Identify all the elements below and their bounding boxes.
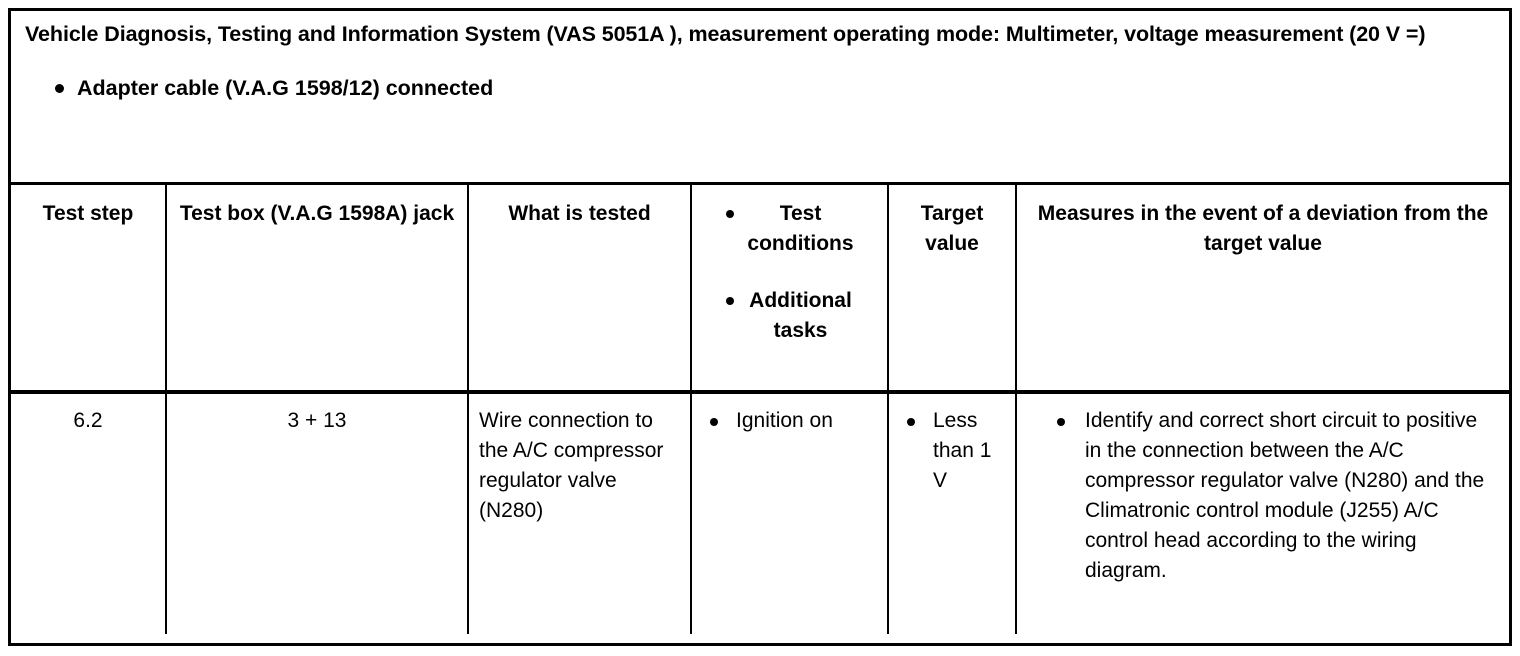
bullet-icon [907, 418, 915, 426]
column-header-what-is-tested: What is tested [467, 182, 692, 394]
cell-test-box-value: 3 + 13 [287, 409, 347, 432]
cell-measures-list: Identify and correct short circuit to po… [1051, 406, 1495, 586]
bullet-icon [55, 84, 64, 93]
column-header-test-box-label: Test box (V.A.G 1598A) jack [179, 202, 455, 225]
page-title: Vehicle Diagnosis, Testing and Informati… [25, 22, 1426, 46]
bullet-icon [726, 210, 734, 218]
column-header-what-is-tested-label: What is tested [508, 202, 651, 225]
list-item: Test conditions [702, 199, 877, 259]
table-row: 6.2 3 + 13 Wire connection to the A/C co… [11, 392, 1509, 634]
column-header-test-step: Test step [11, 182, 167, 394]
cell-what-is-tested-value: Wire connection to the A/C compressor re… [479, 409, 664, 522]
cell-target-value-text: Less than 1 V [933, 409, 992, 492]
heading-block: Vehicle Diagnosis, Testing and Informati… [11, 11, 1509, 182]
document-frame: Vehicle Diagnosis, Testing and Informati… [8, 8, 1512, 646]
column-header-target-value: Target value [887, 182, 1017, 394]
cell-test-conditions-value: Ignition on [736, 409, 833, 432]
list-item: Identify and correct short circuit to po… [1051, 406, 1495, 586]
cell-test-step: 6.2 [11, 392, 167, 634]
cell-test-conditions: Ignition on [690, 392, 889, 634]
list-item: Additional tasks [702, 286, 877, 346]
column-header-measures: Measures in the event of a deviation fro… [1015, 182, 1509, 394]
column-header-test-conditions-label: Test conditions [747, 202, 854, 255]
prerequisite-note-list: Adapter cable (V.A.G 1598/12) connected [25, 74, 1495, 102]
column-header-condition-list: Test conditions Additional tasks [702, 199, 877, 346]
cell-test-box: 3 + 13 [165, 392, 469, 634]
column-header-target-value-label: Target value [920, 202, 984, 255]
cell-measures: Identify and correct short circuit to po… [1015, 392, 1509, 634]
list-item: Ignition on [702, 406, 877, 436]
test-steps-table: Test step Test box (V.A.G 1598A) jack Wh… [11, 182, 1509, 634]
column-header-test-box: Test box (V.A.G 1598A) jack [165, 182, 469, 394]
cell-measures-value: Identify and correct short circuit to po… [1085, 409, 1485, 582]
list-item: Adapter cable (V.A.G 1598/12) connected [25, 74, 1495, 102]
cell-target-value-list: Less than 1 V [899, 406, 1005, 496]
list-item: Less than 1 V [899, 406, 1005, 496]
cell-what-is-tested: Wire connection to the A/C compressor re… [467, 392, 692, 634]
bullet-icon [726, 297, 734, 305]
column-header-additional-tasks-label: Additional tasks [749, 289, 852, 342]
table-header-row: Test step Test box (V.A.G 1598A) jack Wh… [11, 182, 1509, 394]
bullet-icon [710, 418, 718, 426]
cell-target-value: Less than 1 V [887, 392, 1017, 634]
cell-test-step-value: 6.2 [73, 409, 103, 432]
column-header-measures-label: Measures in the event of a deviation fro… [1037, 202, 1489, 255]
note-text: Adapter cable (V.A.G 1598/12) connected [77, 76, 494, 100]
cell-test-conditions-list: Ignition on [702, 406, 877, 436]
column-header-test-conditions: Test conditions Additional tasks [690, 182, 889, 394]
bullet-icon [1057, 418, 1065, 426]
column-header-test-step-label: Test step [42, 202, 134, 225]
